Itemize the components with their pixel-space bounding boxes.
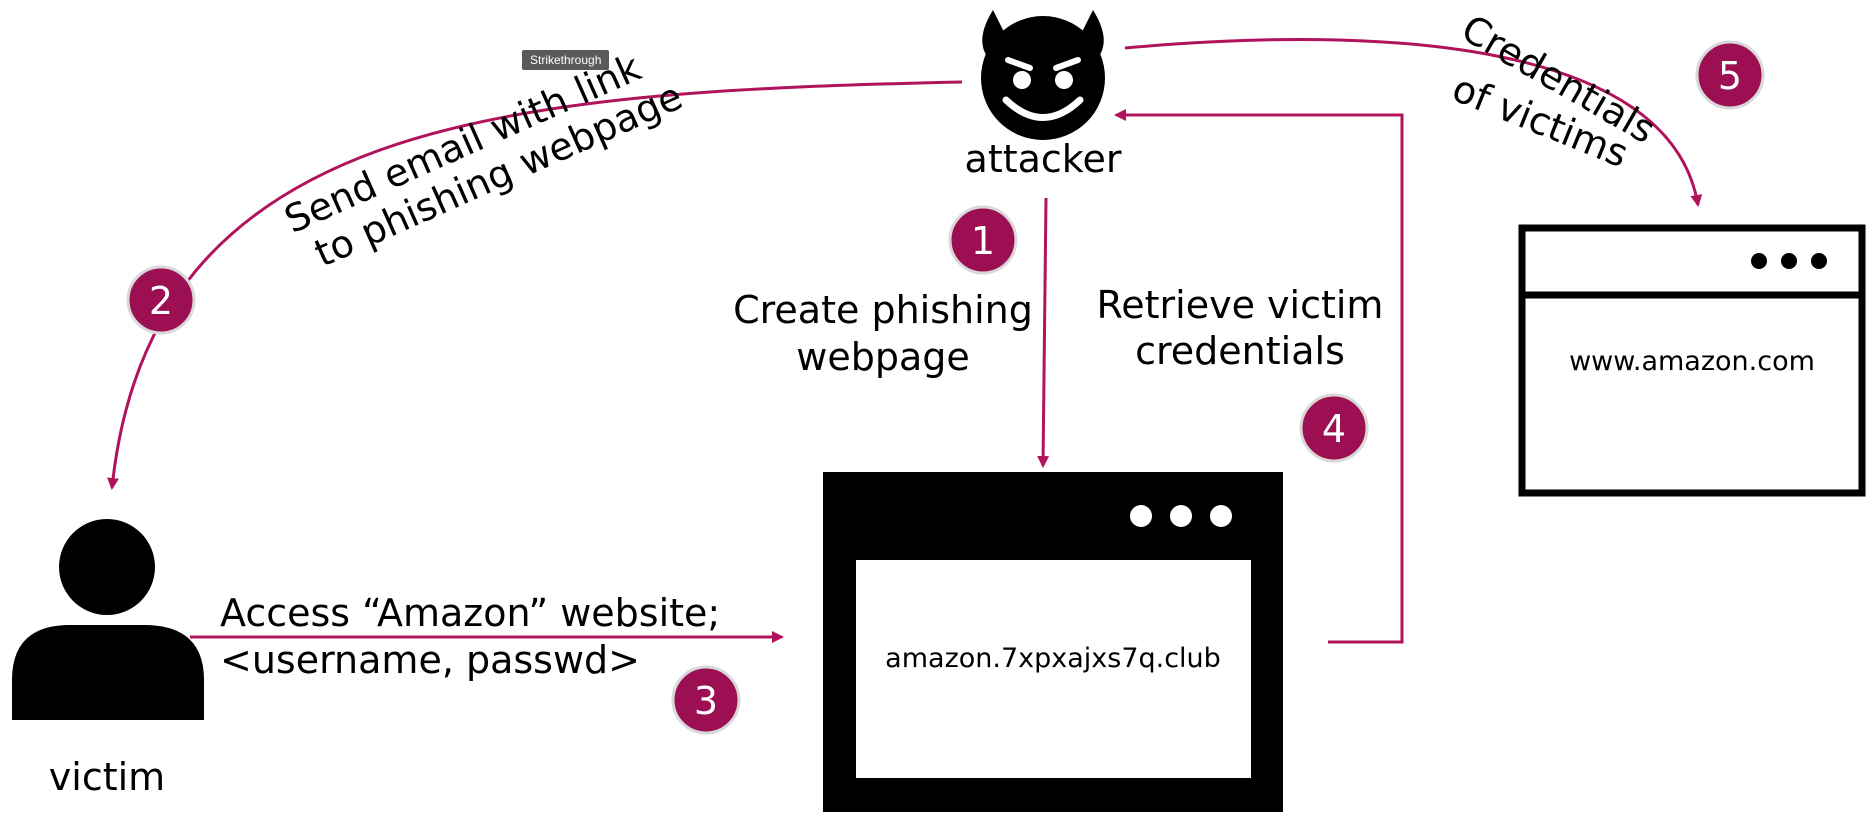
- svg-text:<username, passwd>: <username, passwd>: [220, 638, 640, 682]
- svg-text:4: 4: [1322, 407, 1346, 451]
- step-3-label: Access “Amazon” website; <username, pass…: [220, 591, 720, 682]
- svg-text:Create phishing: Create phishing: [733, 288, 1033, 332]
- window-dot: [1751, 253, 1767, 269]
- window-dot: [1781, 253, 1797, 269]
- arrow-create-phishing: [1037, 197, 1050, 468]
- phishing-browser-window: [823, 472, 1283, 812]
- svg-text:credentials: credentials: [1135, 329, 1345, 373]
- real-browser-window: [1518, 224, 1866, 497]
- svg-text:webpage: webpage: [796, 335, 970, 379]
- step-4-badge: 4: [1299, 393, 1369, 463]
- step-5-badge: 5: [1695, 40, 1765, 110]
- attacker-label: attacker: [965, 137, 1122, 181]
- victim-label: victim: [49, 755, 165, 799]
- phishing-site-url: amazon.7xpxajxs7q.club: [885, 643, 1221, 674]
- step-5-label: Credentials of victims: [1446, 6, 1662, 176]
- svg-text:Retrieve victim: Retrieve victim: [1097, 283, 1384, 327]
- arrow-send-email: [107, 80, 963, 490]
- step-1-label: Create phishing webpage: [733, 288, 1033, 379]
- step-1-badge: 1: [948, 205, 1018, 275]
- arrow-credentials-to-amazon: [1124, 38, 1703, 207]
- devil-icon: [981, 10, 1105, 140]
- svg-text:Access “Amazon” website;: Access “Amazon” website;: [220, 591, 720, 635]
- svg-text:3: 3: [694, 679, 718, 723]
- window-dot: [1811, 253, 1827, 269]
- window-dot: [1130, 505, 1152, 527]
- svg-text:5: 5: [1718, 54, 1742, 98]
- step-4-label: Retrieve victim credentials: [1097, 283, 1384, 373]
- step-2-label: Send email with link to phishing webpage: [278, 45, 689, 275]
- step-2-badge: 2: [126, 265, 196, 335]
- window-dot: [1170, 505, 1192, 527]
- real-site-url: www.amazon.com: [1569, 346, 1815, 377]
- window-dot: [1210, 505, 1232, 527]
- svg-text:1: 1: [971, 219, 995, 263]
- step-3-badge: 3: [671, 665, 741, 735]
- strikethrough-tooltip: Strikethrough: [522, 50, 610, 70]
- svg-text:2: 2: [149, 279, 173, 323]
- arrow-retrieve-credentials: [1114, 109, 1404, 644]
- user-icon: [12, 519, 204, 720]
